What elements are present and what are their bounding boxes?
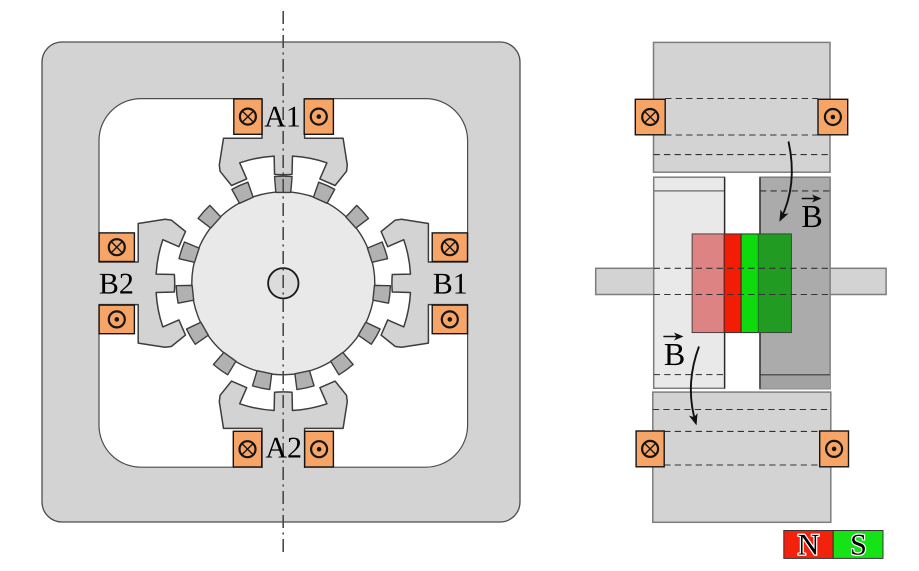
svg-text:B: B [801,198,822,234]
svg-text:A2: A2 [265,432,302,465]
svg-text:N: N [798,529,820,562]
svg-text:S: S [850,529,867,562]
svg-text:B1: B1 [433,268,468,301]
svg-text:B: B [664,336,685,372]
svg-text:A1: A1 [264,100,301,133]
svg-text:B2: B2 [99,268,134,301]
